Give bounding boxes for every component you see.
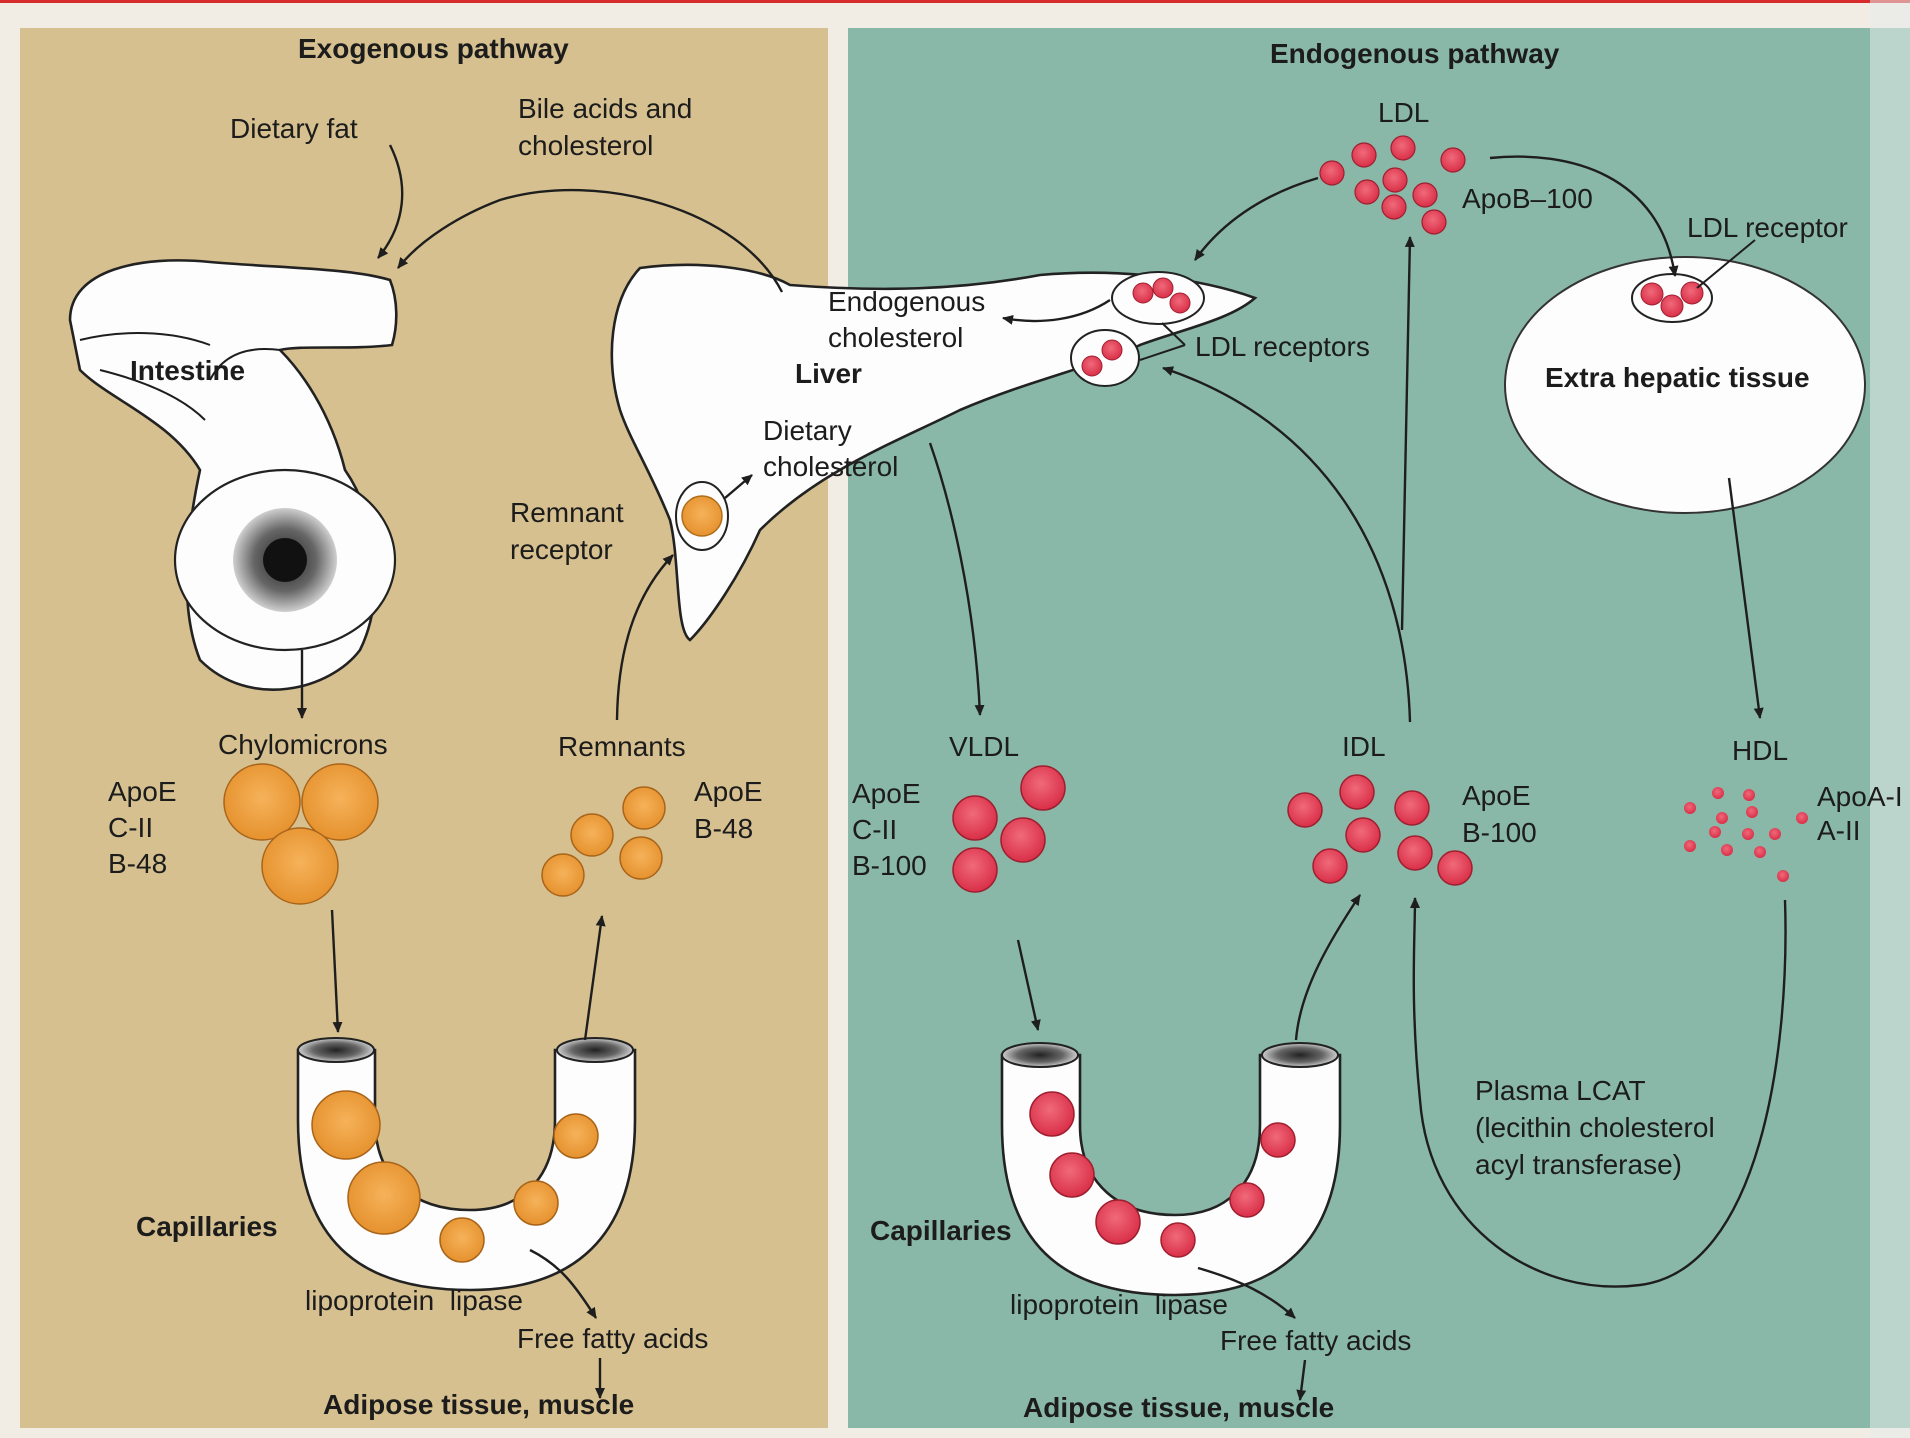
idl-apo-1: ApoE <box>1462 780 1531 811</box>
adipose-label-endo: Adipose tissue, muscle <box>1023 1392 1334 1423</box>
lipoprotein-lipase-exo: lipoprotein lipase <box>305 1285 523 1316</box>
ldl-receptor-label: LDL receptor <box>1687 212 1848 243</box>
vldl-apo-2: C-II <box>852 814 897 845</box>
chylo-apo-3: B-48 <box>108 848 167 879</box>
ldl-label: LDL <box>1378 97 1429 128</box>
lipoprotein-lipase-endo: lipoprotein lipase <box>1010 1289 1228 1320</box>
bile-acids-label-1: Bile acids and <box>518 93 692 124</box>
liver-ldl-receptor-pocket-2 <box>1071 330 1139 386</box>
ldl-apo-label: ApoB–100 <box>1462 183 1593 214</box>
endogenous-cholesterol-label-2: cholesterol <box>828 322 963 353</box>
adipose-label-exo: Adipose tissue, muscle <box>323 1389 634 1420</box>
remnants-label: Remnants <box>558 731 686 762</box>
chylo-apo-1: ApoE <box>108 776 177 807</box>
capillaries-label-exo: Capillaries <box>136 1211 278 1242</box>
exogenous-title: Exogenous pathway <box>298 33 569 64</box>
hdl-apo-1: ApoA-I <box>1817 781 1903 812</box>
idl-label: IDL <box>1342 731 1386 762</box>
extra-hepatic-label: Extra hepatic tissue <box>1545 362 1810 393</box>
free-fatty-acids-endo: Free fatty acids <box>1220 1325 1411 1356</box>
lcat-label-1: Plasma LCAT <box>1475 1075 1646 1106</box>
ldl-receptors-label: LDL receptors <box>1195 331 1370 362</box>
liver-label: Liver <box>795 358 862 389</box>
capillaries-label-endo: Capillaries <box>870 1215 1012 1246</box>
vldl-apo-3: B-100 <box>852 850 927 881</box>
remnant-receptor-label-2: receptor <box>510 534 613 565</box>
top-red-rule <box>0 0 1910 3</box>
remnant-receptor-label-1: Remnant <box>510 497 624 528</box>
idl-apo-2: B-100 <box>1462 817 1537 848</box>
dietary-cholesterol-label-2: cholesterol <box>763 451 898 482</box>
chylomicrons-label: Chylomicrons <box>218 729 388 760</box>
vldl-label: VLDL <box>949 731 1019 762</box>
vldl-apo-1: ApoE <box>852 778 921 809</box>
lcat-label-3: acyl transferase) <box>1475 1149 1682 1180</box>
bile-acids-label-2: cholesterol <box>518 130 653 161</box>
remnant-apo-2: B-48 <box>694 813 753 844</box>
dietary-cholesterol-label-1: Dietary <box>763 415 852 446</box>
endogenous-title: Endogenous pathway <box>1270 38 1560 69</box>
chylo-apo-2: C-II <box>108 812 153 843</box>
free-fatty-acids-exo: Free fatty acids <box>517 1323 708 1354</box>
hdl-apo-2: A-II <box>1817 815 1861 846</box>
page-edge <box>1870 0 1910 1438</box>
lcat-label-2: (lecithin cholesterol <box>1475 1112 1715 1143</box>
dietary-fat-label: Dietary fat <box>230 113 358 144</box>
intestine-label: Intestine <box>130 355 245 386</box>
remnant-particle-in-liver <box>682 496 722 536</box>
endogenous-cholesterol-label-1: Endogenous <box>828 286 985 317</box>
remnant-apo-1: ApoE <box>694 776 763 807</box>
hdl-label: HDL <box>1732 735 1788 766</box>
